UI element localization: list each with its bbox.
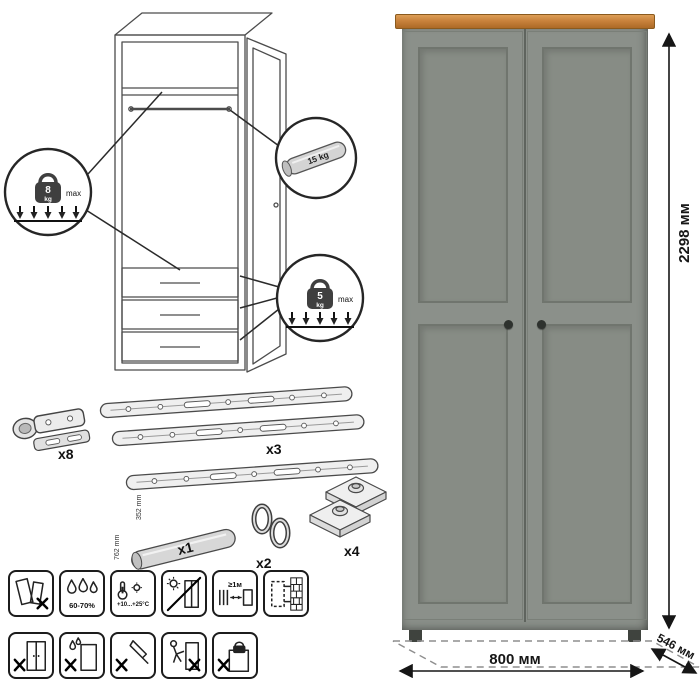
- depth-dimension-label: 546 мм: [654, 631, 697, 663]
- tube-qty-label: x1: [176, 539, 195, 558]
- heat-source-distance-icon: ≥1м: [212, 570, 258, 617]
- rod-load-callout: 15 kg: [229, 109, 358, 200]
- shelf-load-unit: kg: [44, 196, 52, 203]
- shelf-load-value: 8: [45, 185, 51, 196]
- shelf-load-callout: 8 kg max: [3, 91, 181, 271]
- heat-distance-label: ≥1м: [228, 579, 242, 589]
- wall-anchoring-icon: [263, 570, 309, 617]
- assembly-diagram: 8 kg max 15 kg: [3, 12, 387, 570]
- hook-illustration: x2: [251, 503, 291, 570]
- down-arrows-icon: [286, 312, 354, 328]
- humidity-range-icon: 60-70%: [59, 570, 105, 617]
- down-arrows-icon: [14, 206, 82, 222]
- no-heavy-objects-icon: [212, 632, 258, 679]
- temperature-range-icon: +10...+25°C: [110, 570, 156, 617]
- wardrobe-door-right: [527, 31, 647, 620]
- wardrobe-top-trim: [395, 14, 655, 29]
- door-knob-right: [537, 320, 546, 329]
- wardrobe-render: [402, 29, 648, 630]
- drawer-load-callout: 5 kg max: [239, 253, 365, 343]
- floor-outline: [392, 640, 700, 668]
- no-hanging-on-doors-icon: [8, 632, 54, 679]
- wardrobe-leg-right: [628, 630, 641, 642]
- depth-dimension-arrow: [650, 648, 698, 674]
- plate-illustration: x4: [309, 476, 387, 559]
- hook-qty-label: x2: [256, 555, 272, 570]
- door-panel: [542, 324, 632, 604]
- slide-qty-label: x3: [266, 441, 282, 457]
- no-sharp-objects-icon: [110, 632, 156, 679]
- wardrobe-leg-left: [409, 630, 422, 642]
- shelf-load-max: max: [66, 189, 81, 198]
- plate-qty-label: x4: [344, 543, 360, 559]
- do-not-tilt-icon: [8, 570, 54, 617]
- hanging-rod-icon: 15 kg: [281, 141, 347, 177]
- door-panel: [542, 47, 632, 303]
- drawer-load-value: 5: [317, 291, 323, 302]
- slide-illustration: x3 352 mm: [99, 386, 379, 520]
- width-dimension-label: 800 мм: [489, 651, 540, 668]
- wardrobe-door-left: [403, 31, 523, 620]
- height-dimension-label: 2298 мм: [676, 203, 693, 263]
- no-liquids-icon: [59, 632, 105, 679]
- drawer-load-unit: kg: [316, 302, 324, 309]
- humidity-range-label: 60-70%: [69, 600, 95, 610]
- door-panel: [418, 324, 508, 604]
- door-gap: [524, 29, 526, 622]
- hinge-qty-label: x8: [58, 446, 74, 462]
- door-knob-left: [504, 320, 513, 329]
- care-icons-row-2: [8, 632, 258, 679]
- tube-length-label: 762 mm: [114, 535, 121, 560]
- do-not-drag-icon: [161, 632, 207, 679]
- temperature-range-label: +10...+25°C: [116, 601, 150, 608]
- no-direct-sunlight-icon: [161, 570, 207, 617]
- slide-length-label: 352 mm: [136, 495, 143, 520]
- tube-illustration: x1 762 mm: [114, 528, 236, 570]
- hinge-illustration: x8: [12, 408, 91, 462]
- drawer-load-max: max: [338, 295, 353, 304]
- door-panel: [418, 47, 508, 303]
- wireframe-wardrobe: [114, 12, 287, 373]
- care-icons-row-1: 60-70% +10...+25°C ≥1м: [8, 570, 309, 617]
